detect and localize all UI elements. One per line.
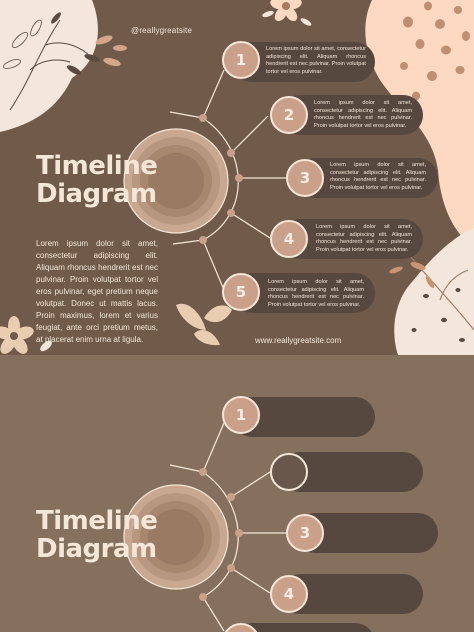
slide-2-title: Timeline Diagram (36, 506, 158, 564)
social-handle: @reallygreatsite (131, 26, 193, 35)
step-2-badge: 2 (270, 96, 308, 134)
title-line-1: Timeline (36, 506, 158, 536)
step-3-text: Lorem ipsum dolor sit amet, consectetur … (330, 162, 426, 191)
step-5-badge: 5 (222, 273, 260, 311)
slide-2: Timeline Diagram 1 3 4 (0, 355, 474, 632)
step-4-badge: 4 (270, 220, 308, 258)
slide-2-decor (123, 422, 286, 632)
slide-1-decor (0, 0, 474, 355)
slide-1-description: Lorem ipsum dolor sit amet, consectetur … (36, 239, 158, 344)
step-3-badge: 3 (286, 159, 324, 197)
step-2-text: Lorem ipsum dolor sit amet, consectetur … (314, 100, 412, 129)
step-5-text: Lorem ipsum dolor sit amet, consectetur … (268, 279, 364, 308)
step-2-badge (270, 453, 308, 491)
step-4-text: Lorem ipsum dolor sit amet, consectetur … (316, 224, 412, 253)
website-url: www.reallygreatsite.com (255, 336, 342, 345)
title-line-2: Diagram (36, 179, 157, 209)
slide-1: @reallygreatsite Timeline Diagram Lorem … (0, 0, 474, 355)
step-1-text: Lorem ipsum dolor sit amet, consectetur … (266, 46, 366, 75)
step-3-badge: 3 (286, 514, 324, 552)
title-line-1: Timeline (36, 151, 158, 181)
title-line-2: Diagram (36, 534, 157, 564)
step-5-pill (232, 623, 375, 632)
slide-1-title: Timeline Diagram (36, 151, 158, 209)
step-4-badge: 4 (270, 575, 308, 613)
step-1-badge: 1 (222, 396, 260, 434)
step-1-badge: 1 (222, 41, 260, 79)
